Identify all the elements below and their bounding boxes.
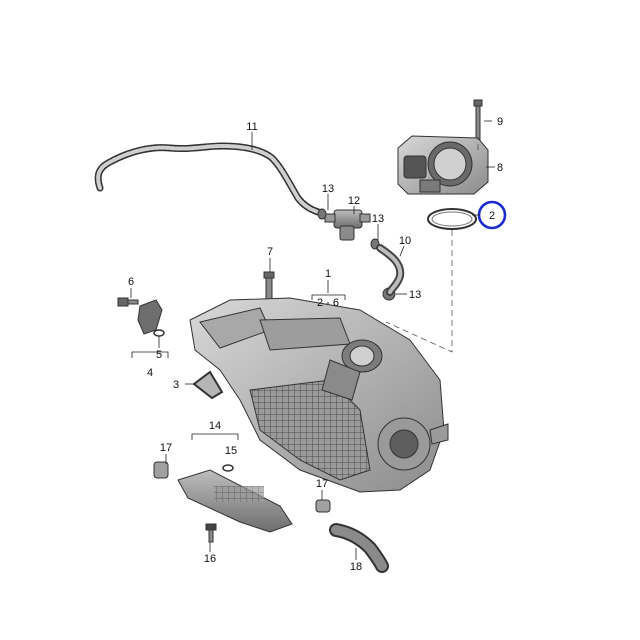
label-10: 10 [399,235,411,247]
oring-15 [222,464,234,472]
label-3: 3 [173,379,179,391]
label-12: 12 [348,195,360,207]
plug-17b [315,499,331,513]
gasket-3 [192,370,224,400]
assembly-line-2 [385,230,453,353]
label-15: 15 [225,445,237,457]
intake-manifold-1 [189,297,449,493]
label-1-range: 2 - 6 [317,297,339,309]
bolt-7 [263,271,275,301]
part-labels: 11 13 12 13 10 13 9 8 2 7 6 1 2 - 6 5 4 … [128,116,503,573]
label-17b: 17 [316,478,328,490]
clamp-13a [317,208,327,220]
label-13b: 13 [372,213,384,225]
label-6: 6 [128,276,134,288]
label-7: 7 [267,246,273,258]
label-18: 18 [350,561,362,573]
label-1: 1 [325,268,331,280]
label-13c: 13 [409,289,421,301]
label-4: 4 [147,367,153,379]
fuel-rail-14 [177,469,293,533]
label-13a: 13 [322,183,334,195]
label-5: 5 [156,349,162,361]
group-brackets [131,294,346,440]
valve-12 [324,209,371,241]
hose-18 [329,523,389,573]
label-2: 2 [489,210,495,222]
label-11: 11 [246,121,257,133]
hose-10 [376,244,405,296]
bracket-4 [137,299,163,335]
oring-5 [153,329,165,337]
label-9: 9 [497,116,503,128]
label-17a: 17 [160,442,172,454]
hose-11 [94,142,322,216]
throttle-body-8 [397,135,489,195]
label-8: 8 [497,162,503,174]
label-14: 14 [209,420,221,432]
screw-16 [205,523,217,543]
bolt-6 [117,297,139,307]
leader-lines [130,120,495,560]
plug-17a [153,461,169,479]
label-16: 16 [204,553,216,565]
seal-ring-2 [427,208,477,230]
